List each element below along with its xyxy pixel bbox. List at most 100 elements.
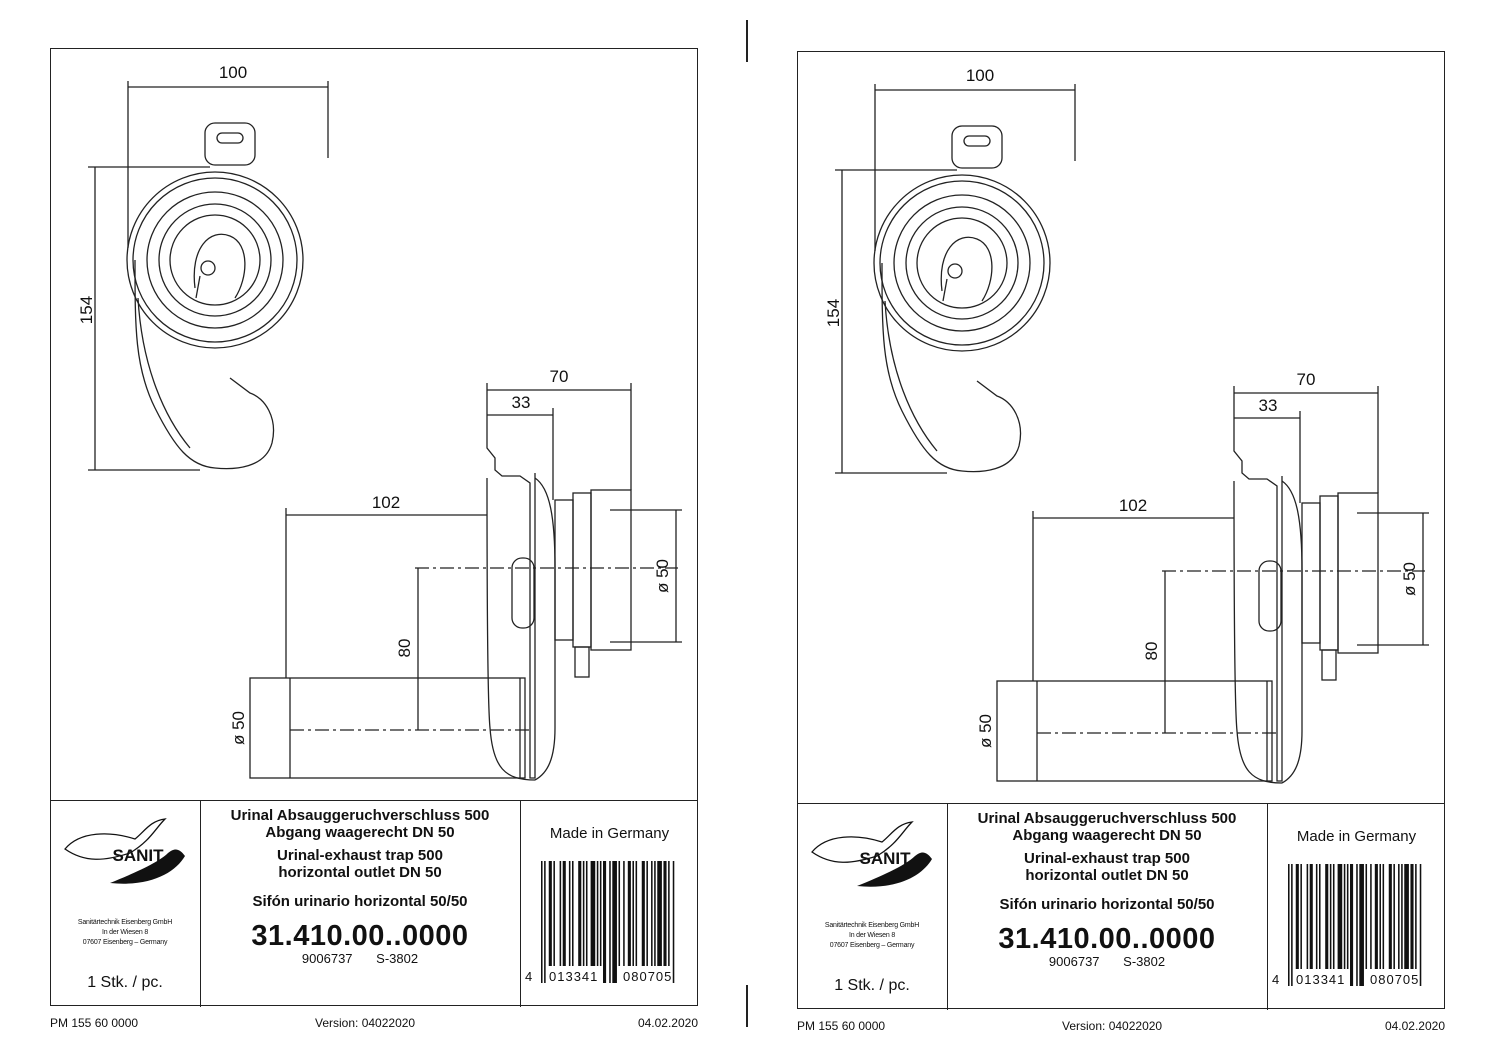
barcode-bar: [1346, 864, 1349, 969]
barcode-left-group: 013341: [549, 969, 599, 984]
barcode-bar: [548, 861, 552, 966]
title-de-line1: Urinal Absauggeruchverschluss 500: [977, 810, 1237, 827]
dimension-80: 80: [395, 568, 419, 730]
manufacturer-cell: SANIT Sanitärtechnik Eisenberg GmbH In d…: [50, 801, 201, 1007]
title-german: Urinal Absauggeruchverschluss 500 Abgang…: [947, 810, 1267, 844]
barcode-bar: [1374, 864, 1378, 969]
barcode-bar: [562, 861, 566, 966]
barcode-bar: [590, 861, 596, 966]
title-spanish: Sifón urinario horizontal 50/50: [252, 893, 468, 910]
label-info-box: SANIT Sanitärtechnik Eisenberg GmbH In d…: [50, 800, 698, 1007]
barcode-bar: [1325, 864, 1329, 969]
dimension-label: 33: [512, 393, 531, 412]
barcode-bar: [641, 861, 645, 966]
barcode-bar: [1319, 864, 1321, 969]
quantity: 1 Stk. / pc.: [87, 974, 163, 991]
dimension-100: 100: [874, 66, 1076, 251]
company-city: 07607 Eisenberg – Germany: [829, 942, 915, 949]
barcode-bar: [596, 861, 599, 966]
dimension-label: ø 50: [653, 559, 672, 593]
barcode-bar: [1356, 864, 1358, 986]
manufacturer-cell: SANIT Sanitärtechnik Eisenberg GmbH In d…: [797, 804, 948, 1010]
barcode-bar: [1415, 864, 1417, 969]
panel-frame: [797, 51, 1445, 1009]
origin-barcode-cell: Made in Germany 4 013341 080705: [521, 801, 698, 1007]
title-de-line1: Urinal Absauggeruchverschluss 500: [230, 807, 490, 824]
dimension-label: ø 50: [1400, 562, 1419, 596]
dimension-dia50-right: ø 50: [1357, 512, 1429, 646]
title-en-line2: horizontal outlet DN 50: [278, 864, 442, 881]
description-cell: Urinal Absauggeruchverschluss 500 Abgang…: [947, 804, 1268, 1010]
barcode-bar: [609, 861, 611, 983]
side-view: [249, 390, 678, 781]
barcode-bar: [618, 861, 621, 966]
barcode: [541, 861, 675, 983]
barcode-bar: [651, 861, 653, 966]
company-street: In der Wiesen 8: [101, 929, 149, 936]
barcode-bar: [1337, 864, 1343, 969]
barcode-bar: [623, 861, 625, 966]
quantity: 1 Stk. / pc.: [834, 977, 910, 994]
barcode-bar: [544, 861, 546, 983]
barcode-bar: [663, 861, 667, 966]
sanit-logo: SANIT: [64, 818, 185, 884]
title-de-line2: Abgang waagerecht DN 50: [1012, 827, 1202, 844]
dimension-70: 70: [1233, 370, 1379, 493]
barcode-bar: [1410, 864, 1414, 969]
barcode-bar: [572, 861, 574, 966]
barcode-bar: [672, 861, 675, 983]
barcode-first-digit: 4: [525, 969, 533, 984]
dimension-33: 33: [1234, 396, 1301, 503]
barcode-bar: [568, 861, 571, 966]
barcode-right-group: 080705: [1370, 972, 1420, 987]
reference-codes: 9006737 S-3802: [301, 951, 419, 966]
barcode-bar: [1419, 864, 1422, 986]
barcode-bar: [1315, 864, 1318, 969]
barcode-bar: [627, 861, 631, 966]
company-street: In der Wiesen 8: [848, 932, 896, 939]
company-name: Sanitärtechnik Eisenberg GmbH: [77, 919, 173, 926]
barcode-right-group: 080705: [623, 969, 673, 984]
dimension-100: 100: [127, 63, 329, 248]
panel-frame: [50, 48, 698, 1006]
barcode-bar: [559, 861, 562, 966]
dimension-102: 102: [285, 493, 487, 678]
dimension-label: 102: [372, 493, 400, 512]
barcode-bar: [582, 861, 585, 966]
footer-version: Version: 04022020: [315, 1016, 416, 1030]
company-city: 07607 Eisenberg – Germany: [82, 939, 168, 946]
dimension-154: 154: [77, 166, 210, 471]
barcode-bar: [1393, 864, 1395, 969]
dimension-label: 70: [1297, 370, 1316, 389]
label-panel: 100 154: [797, 51, 1445, 1033]
company-name: Sanitärtechnik Eisenberg GmbH: [824, 922, 920, 929]
barcode-bar: [1309, 864, 1313, 969]
barcode-bar: [1332, 864, 1335, 969]
barcode-bar: [1359, 864, 1364, 986]
fold-mark-top: [746, 20, 748, 62]
barcode-bar: [1306, 864, 1309, 969]
barcode-bar: [541, 861, 543, 983]
dimension-80: 80: [1142, 571, 1166, 733]
dimension-label: 154: [824, 299, 843, 327]
barcode-bar: [1388, 864, 1392, 969]
title-spanish: Sifón urinario horizontal 50/50: [999, 896, 1215, 913]
barcode-bar: [1343, 864, 1346, 969]
barcode-bar: [612, 861, 617, 983]
logo-brand: SANIT: [113, 846, 165, 865]
footer-pm-code: PM 155 60 0000: [50, 1016, 139, 1030]
dimension-label: 100: [219, 63, 247, 82]
made-in: Made in Germany: [549, 825, 670, 842]
dimension-label: 80: [1142, 642, 1161, 661]
barcode-left-group: 013341: [1296, 972, 1346, 987]
dimension-label: 70: [550, 367, 569, 386]
made-in: Made in Germany: [1296, 828, 1417, 845]
barcode-bar: [1382, 864, 1385, 969]
dimension-label: 102: [1119, 496, 1147, 515]
dimension-label: 33: [1259, 396, 1278, 415]
side-view: [996, 393, 1425, 784]
company-address: Sanitärtechnik Eisenberg GmbH In der Wie…: [50, 918, 200, 948]
dimension-label: ø 50: [976, 714, 995, 748]
title-de-line2: Abgang waagerecht DN 50: [265, 824, 455, 841]
